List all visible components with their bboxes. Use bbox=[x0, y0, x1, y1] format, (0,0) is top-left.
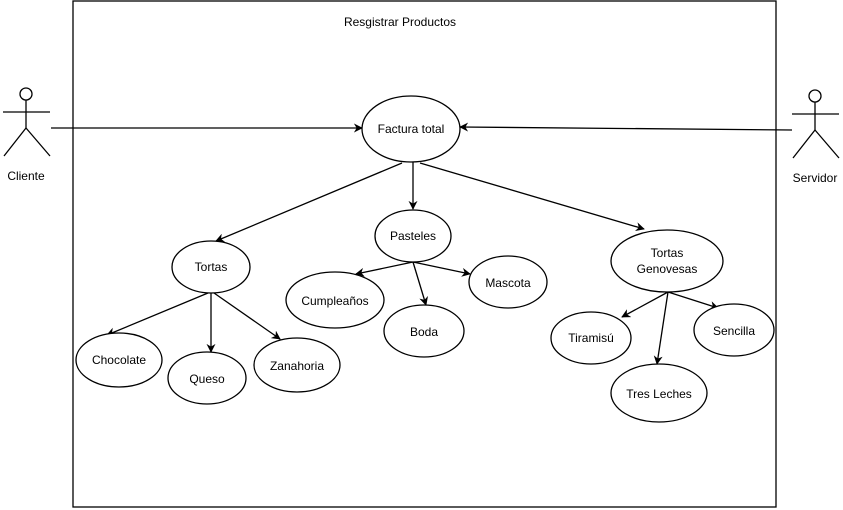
edge-pasteles-boda bbox=[412, 261, 428, 306]
actor-cliente: Cliente bbox=[3, 87, 51, 183]
usecase-mascota: Mascota bbox=[468, 255, 548, 309]
edge-factura-tortas bbox=[215, 162, 403, 243]
usecase-tortas: Tortas bbox=[171, 240, 251, 294]
usecase-boda-label: Boda bbox=[410, 325, 438, 339]
actor-servidor: Servidor bbox=[792, 89, 840, 185]
usecase-tortas-label: Tortas bbox=[195, 260, 228, 274]
usecase-pasteles: Pasteles bbox=[374, 209, 452, 263]
actor-servidor-label: Servidor bbox=[793, 171, 838, 185]
usecase-tiramisu-label: Tiramisú bbox=[568, 331, 614, 345]
edge-genovesas-sencilla bbox=[667, 291, 719, 310]
usecase-tortas-genovesas-label-line1: Tortas bbox=[651, 246, 684, 260]
actor-cliente-label: Cliente bbox=[7, 169, 45, 183]
usecase-zanahoria-label: Zanahoria bbox=[270, 359, 324, 373]
usecase-boda: Boda bbox=[383, 304, 465, 358]
usecase-sencilla: Sencilla bbox=[693, 303, 775, 357]
edge-factura-genovesas bbox=[419, 162, 645, 232]
edge-genovesas-tiramisu bbox=[621, 291, 669, 318]
usecase-queso-label: Queso bbox=[189, 372, 225, 386]
system-title: Resgistrar Productos bbox=[344, 15, 456, 29]
usecase-mascota-label: Mascota bbox=[485, 276, 531, 290]
usecase-queso: Queso bbox=[167, 351, 247, 405]
usecase-factura-total: Factura total bbox=[361, 95, 461, 163]
usecase-chocolate: Chocolate bbox=[75, 332, 163, 388]
usecase-chocolate-label: Chocolate bbox=[92, 353, 146, 367]
system-boundary bbox=[72, 0, 777, 508]
usecase-tres-leches-label: Tres Leches bbox=[626, 387, 692, 401]
edge-tortas-zanahoria bbox=[213, 292, 281, 340]
usecase-tiramisu: Tiramisú bbox=[550, 311, 632, 365]
edge-pasteles-cumpleanos bbox=[355, 261, 414, 277]
usecase-cumpleanos-label: Cumpleaños bbox=[301, 294, 368, 308]
usecase-tres-leches: Tres Leches bbox=[610, 363, 708, 423]
edge-pasteles-mascota bbox=[412, 261, 471, 277]
edge-servidor-factura bbox=[459, 122, 793, 132]
usecase-pasteles-label: Pasteles bbox=[390, 229, 436, 243]
usecase-zanahoria: Zanahoria bbox=[253, 337, 341, 393]
usecase-factura-total-label: Factura total bbox=[378, 122, 445, 136]
usecase-tortas-genovesas-label-line2: Genovesas bbox=[637, 262, 698, 276]
usecase-cumpleanos: Cumpleaños bbox=[285, 271, 385, 329]
edge-genovesas-tresleches bbox=[653, 291, 669, 365]
usecase-sencilla-label: Sencilla bbox=[713, 324, 755, 338]
edge-tortas-chocolate bbox=[106, 292, 209, 337]
usecase-tortas-genovesas: Tortas Genovesas bbox=[610, 229, 724, 293]
